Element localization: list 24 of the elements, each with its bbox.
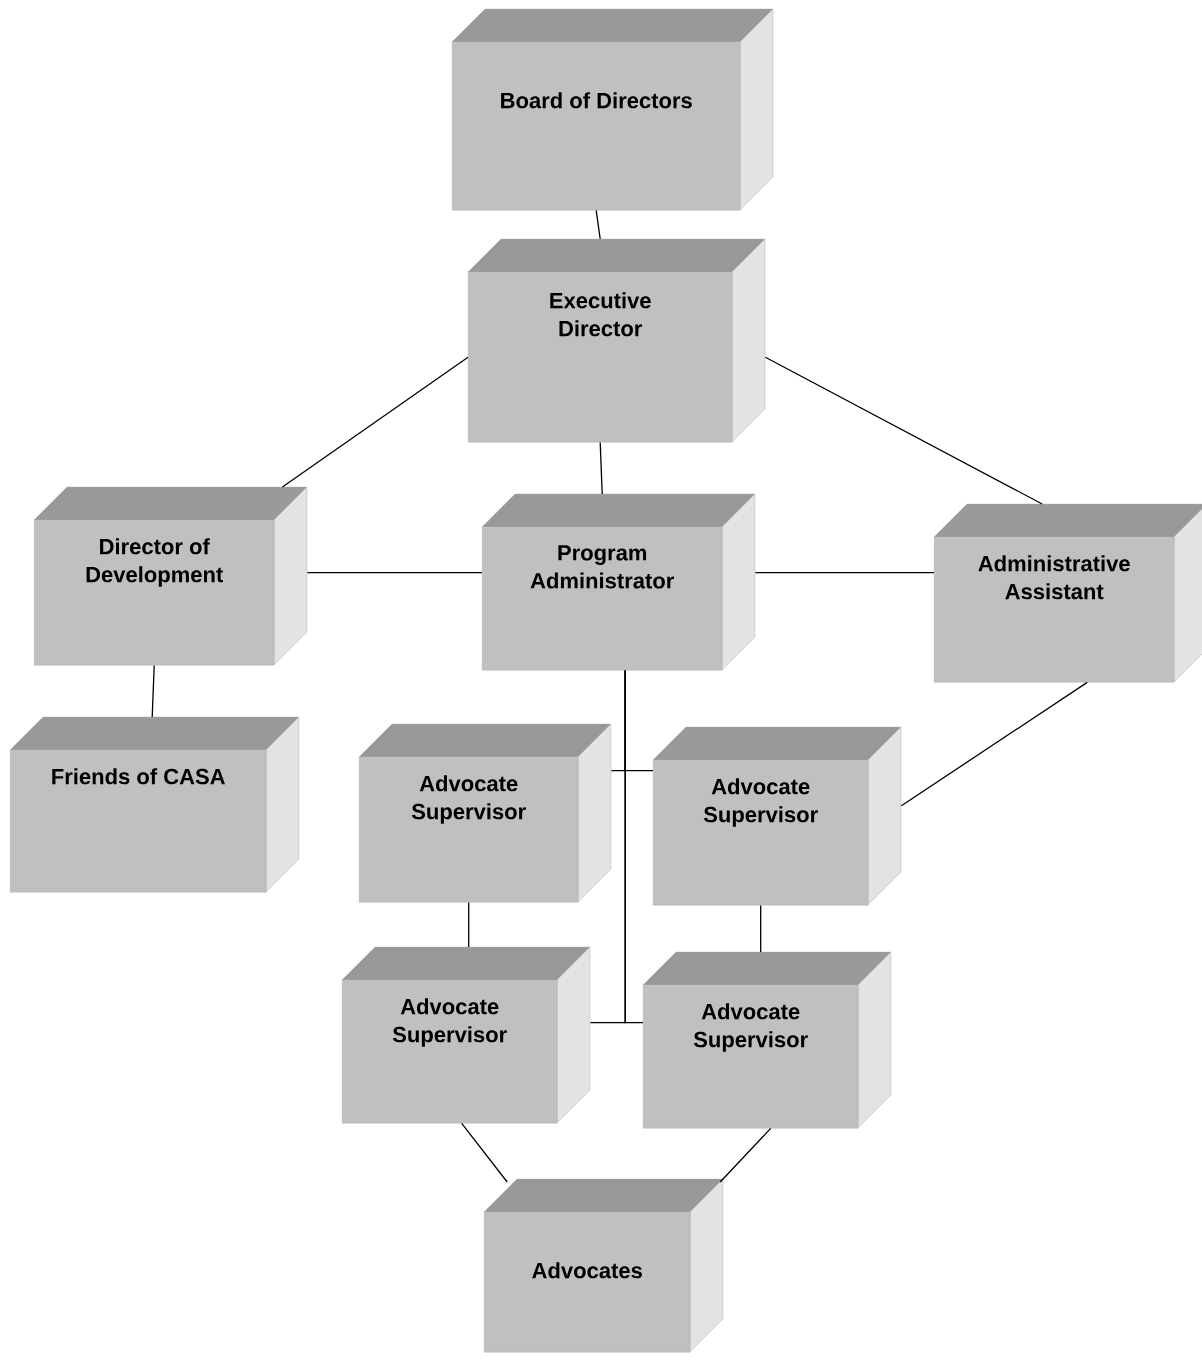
connector-line — [461, 1122, 508, 1183]
connector-line — [595, 209, 601, 240]
box-3d: Executive Director — [467, 238, 766, 443]
box-3d: Advocate Supervisor — [642, 951, 892, 1129]
connector-line — [599, 441, 603, 495]
connector-line — [719, 1127, 772, 1183]
box-3d: Director of Development — [33, 486, 308, 666]
box-3d: Board of Directors — [451, 8, 774, 211]
connector-line — [468, 901, 470, 948]
box-3d: Administrative Assistant — [933, 503, 1202, 683]
box-3d: Friends of CASA — [9, 716, 300, 893]
connector-line — [306, 572, 483, 574]
connector-line — [760, 904, 762, 953]
connector-line — [624, 669, 644, 1024]
box-3d: Advocate Supervisor — [341, 946, 591, 1124]
connector-line — [151, 664, 155, 718]
connector-line — [764, 356, 1043, 505]
connector-line — [281, 356, 469, 488]
box-3d: Program Administrator — [481, 493, 756, 671]
connector-line — [900, 681, 1088, 807]
box-3d: Advocate Supervisor — [652, 726, 902, 906]
box-3d: Advocates — [483, 1178, 724, 1353]
box-3d: Advocate Supervisor — [358, 723, 612, 903]
connector-line — [754, 572, 935, 574]
